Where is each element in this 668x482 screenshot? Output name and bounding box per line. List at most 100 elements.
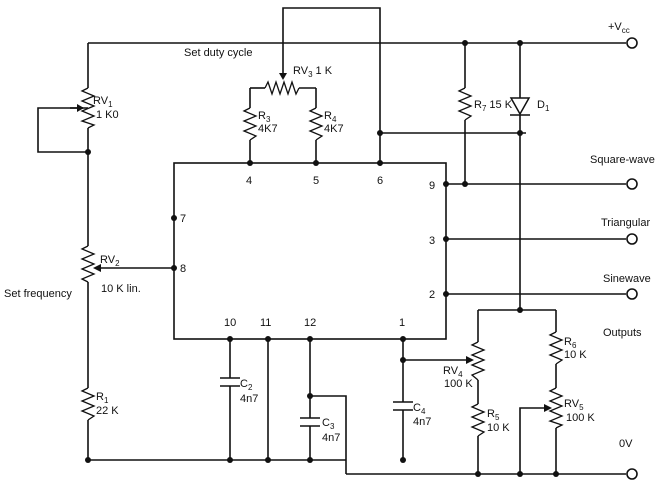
c3-label: C3 [322, 417, 335, 431]
r4-value: 4K7 [324, 123, 344, 135]
junction-pin6 [377, 160, 383, 166]
r5-label: R5 [487, 408, 500, 422]
junction-pin12 [307, 336, 313, 342]
left-chain-wiring [37, 43, 89, 460]
pin-12-label: 12 [304, 317, 316, 329]
pin-1-label: 1 [399, 317, 405, 329]
triangular-label: Triangular [601, 217, 650, 229]
rv1-potentiometer [70, 87, 96, 129]
c4-capacitor [393, 401, 413, 411]
junction-ground-rv5-wiper [517, 471, 523, 477]
junction-pin4 [247, 160, 253, 166]
rv1-value: 1 K0 [96, 109, 119, 121]
rv5-value: 100 K [566, 412, 595, 424]
rv4-potentiometer [466, 341, 486, 381]
d1-diode [509, 97, 531, 116]
r3-value: 4K7 [258, 123, 278, 135]
pin-5-label: 5 [313, 175, 319, 187]
pin-10-label: 10 [224, 317, 236, 329]
junction-ground-r5 [475, 471, 481, 477]
r3-resistor [242, 107, 258, 141]
r6-resistor [548, 331, 564, 365]
pin-8-label: 8 [180, 263, 186, 275]
vcc-terminal [626, 37, 638, 49]
c2-capacitor [220, 377, 240, 387]
pin-2-label: 2 [429, 289, 435, 301]
c4-label: C4 [413, 402, 426, 416]
junction-ground-pin11 [265, 457, 271, 463]
junction-pin6-diode [377, 130, 383, 136]
rv5-potentiometer [544, 387, 564, 429]
rv2-label: RV2 [100, 254, 120, 268]
outputs-heading: Outputs [603, 327, 642, 339]
pin-3-label: 3 [429, 235, 435, 247]
sinewave-label: Sinewave [603, 273, 651, 285]
rv5-label: RV5 [564, 398, 584, 412]
junction-d1-vcc [517, 40, 523, 46]
junction-pin10 [227, 336, 233, 342]
r1-value: 22 K [96, 405, 119, 417]
c4-value: 4n7 [413, 416, 431, 428]
c2-value: 4n7 [240, 393, 258, 405]
rv2-value: 10 K lin. [101, 283, 141, 295]
rv4-value: 100 K [444, 378, 473, 390]
ground-label: 0V [619, 438, 633, 450]
ground-terminal [626, 468, 638, 480]
junction-pin11 [265, 336, 271, 342]
r7-d1-wiring [464, 43, 521, 310]
junction-pin9 [443, 181, 449, 187]
rv3-potentiometer [264, 73, 300, 97]
junction-ground-r1 [85, 457, 91, 463]
r1-resistor [80, 387, 96, 421]
junction-pin8 [171, 265, 177, 271]
sinewave-terminal [626, 288, 638, 300]
pin-11-label: 11 [260, 317, 271, 329]
ic-body [173, 162, 447, 340]
square-wave-terminal [626, 178, 638, 190]
junction-pin3 [443, 236, 449, 242]
c3-value: 4n7 [322, 432, 340, 444]
r3-label: R3 [258, 110, 271, 124]
c3-capacitor [300, 417, 320, 427]
d1-label: D1 [537, 99, 550, 113]
pin-9-label: 9 [429, 180, 435, 192]
set-duty-cycle-label: Set duty cycle [184, 47, 252, 59]
rv2-potentiometer [80, 245, 174, 283]
junction-d1-cathode [517, 130, 523, 136]
junction-c3 [307, 393, 313, 399]
r1-label: R1 [96, 391, 109, 405]
junction-ground-c3 [307, 457, 313, 463]
output-wiring [446, 183, 626, 295]
junction-ground-c2 [227, 457, 233, 463]
r7-resistor [457, 87, 473, 121]
r5-resistor [470, 403, 486, 437]
duty-cycle-wiring [249, 7, 526, 163]
junction-ground-c4 [400, 457, 406, 463]
trim-network-wiring [403, 309, 557, 474]
rv1-label: RV1 [93, 95, 113, 109]
vcc-label: +Vcc [608, 21, 630, 35]
junction-r7-pin9 [462, 181, 468, 187]
pin-4-label: 4 [246, 175, 252, 187]
r4-resistor [308, 107, 324, 141]
pin-7-label: 7 [180, 213, 186, 225]
r6-label: R6 [564, 336, 577, 350]
junction-pin1 [400, 336, 406, 342]
rv4-label: RV4 [443, 365, 463, 379]
r4-label: R4 [324, 110, 337, 124]
square-wave-label: Square-wave [590, 154, 655, 166]
set-frequency-label: Set frequency [4, 288, 72, 300]
c2-label: C2 [240, 378, 253, 392]
r5-value: 10 K [487, 422, 510, 434]
ground-rail [88, 459, 626, 475]
junction-trim-top [517, 307, 523, 313]
r6-value: 10 K [564, 349, 587, 361]
pin-6-label: 6 [377, 175, 383, 187]
junction-ground-rv5 [553, 471, 559, 477]
junction-pin5 [313, 160, 319, 166]
junction-rv1-loop [85, 149, 91, 155]
junction-pin7 [171, 215, 177, 221]
